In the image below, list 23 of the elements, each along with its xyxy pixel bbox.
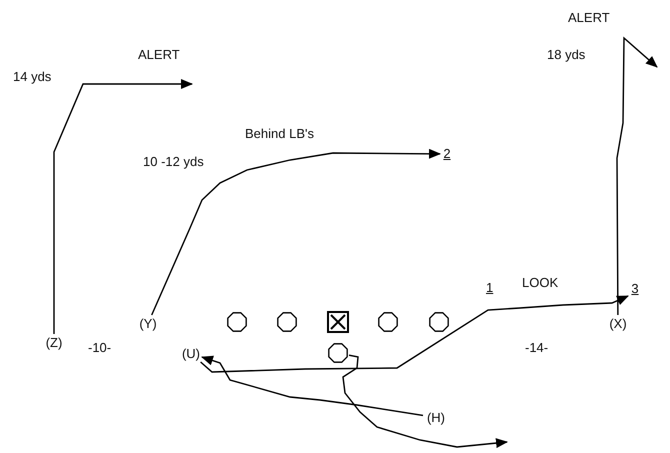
route-note: Behind LB's	[245, 126, 314, 142]
read-number: 3	[628, 280, 642, 306]
route-arrow	[616, 36, 658, 315]
route-arrow	[200, 295, 629, 373]
depth-note: 18 yds	[547, 47, 586, 63]
alert-note: ALERT	[138, 47, 180, 63]
split-note: -14-	[525, 340, 548, 356]
read-number: 1	[486, 280, 494, 296]
player-label: (H)	[423, 409, 449, 426]
route-arrow	[342, 354, 508, 448]
read-number: 2	[440, 145, 454, 163]
route-arrow	[201, 356, 424, 416]
player-label: (U)	[180, 345, 202, 362]
split-note: -10-	[88, 340, 112, 356]
player-label: (Z)	[43, 334, 65, 351]
player-label: (X)	[607, 315, 629, 332]
depth-note: 14 yds	[13, 69, 52, 85]
depth-note: 10 -12 yds	[143, 154, 204, 170]
look-note: LOOK	[522, 275, 558, 291]
route-arrow	[53, 79, 193, 334]
player-label: (Y)	[137, 315, 159, 332]
alert-note: ALERT	[568, 10, 610, 26]
route-arrow	[151, 148, 441, 316]
